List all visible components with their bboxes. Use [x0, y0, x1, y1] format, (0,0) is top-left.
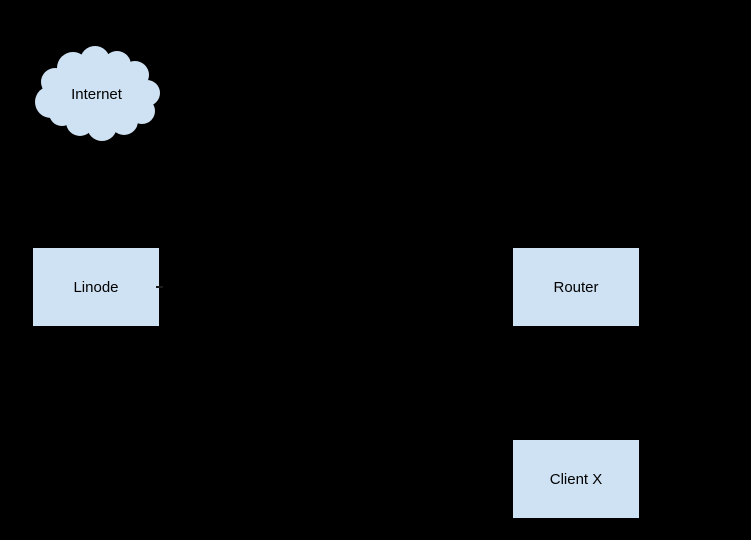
node-linode-label: Linode — [73, 278, 119, 296]
node-linode: Linode — [32, 247, 160, 327]
node-client-x-label: Client X — [549, 470, 603, 488]
cloud-icon — [33, 44, 162, 143]
node-client-x: Client X — [512, 439, 640, 519]
node-internet: Internet — [29, 42, 164, 147]
connector-stub — [156, 286, 163, 288]
node-internet-label: Internet — [71, 86, 122, 103]
node-router: Router — [512, 247, 640, 327]
node-router-label: Router — [553, 278, 599, 296]
